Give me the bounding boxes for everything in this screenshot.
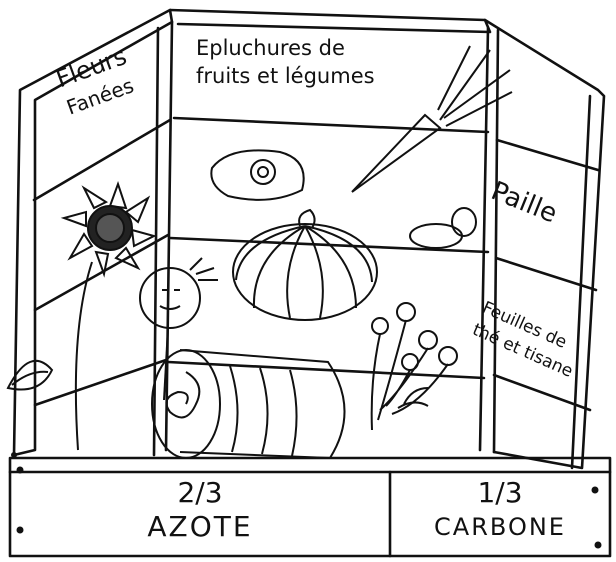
leaf-icon (6, 359, 54, 391)
sunflower-icon (60, 180, 157, 451)
carbone-plaque: 1/3 CARBONE (390, 476, 610, 544)
back-panel-label: Epluchures de fruits et légumes (196, 34, 375, 90)
azote-label: AZOTE (147, 510, 253, 543)
azote-plaque: 2/3 AZOTE (10, 476, 390, 544)
right-panel-frame (483, 18, 606, 470)
hay-bale-icon (151, 349, 346, 460)
pumpkin-icon (232, 208, 378, 321)
back-label-line-1: Epluchures de (196, 36, 345, 60)
carrot-icon (351, 45, 513, 193)
dandelion-icon (139, 257, 218, 401)
azote-ratio: 2/3 (177, 476, 223, 509)
back-label-line-2: fruits et légumes (196, 64, 375, 88)
cabbage-icon (210, 149, 305, 201)
carbone-ratio: 1/3 (477, 476, 523, 509)
chamomile-icon (370, 302, 458, 431)
back-panel-frame (168, 8, 492, 34)
carbone-label: CARBONE (434, 513, 566, 541)
potatoes-icon (409, 207, 477, 249)
